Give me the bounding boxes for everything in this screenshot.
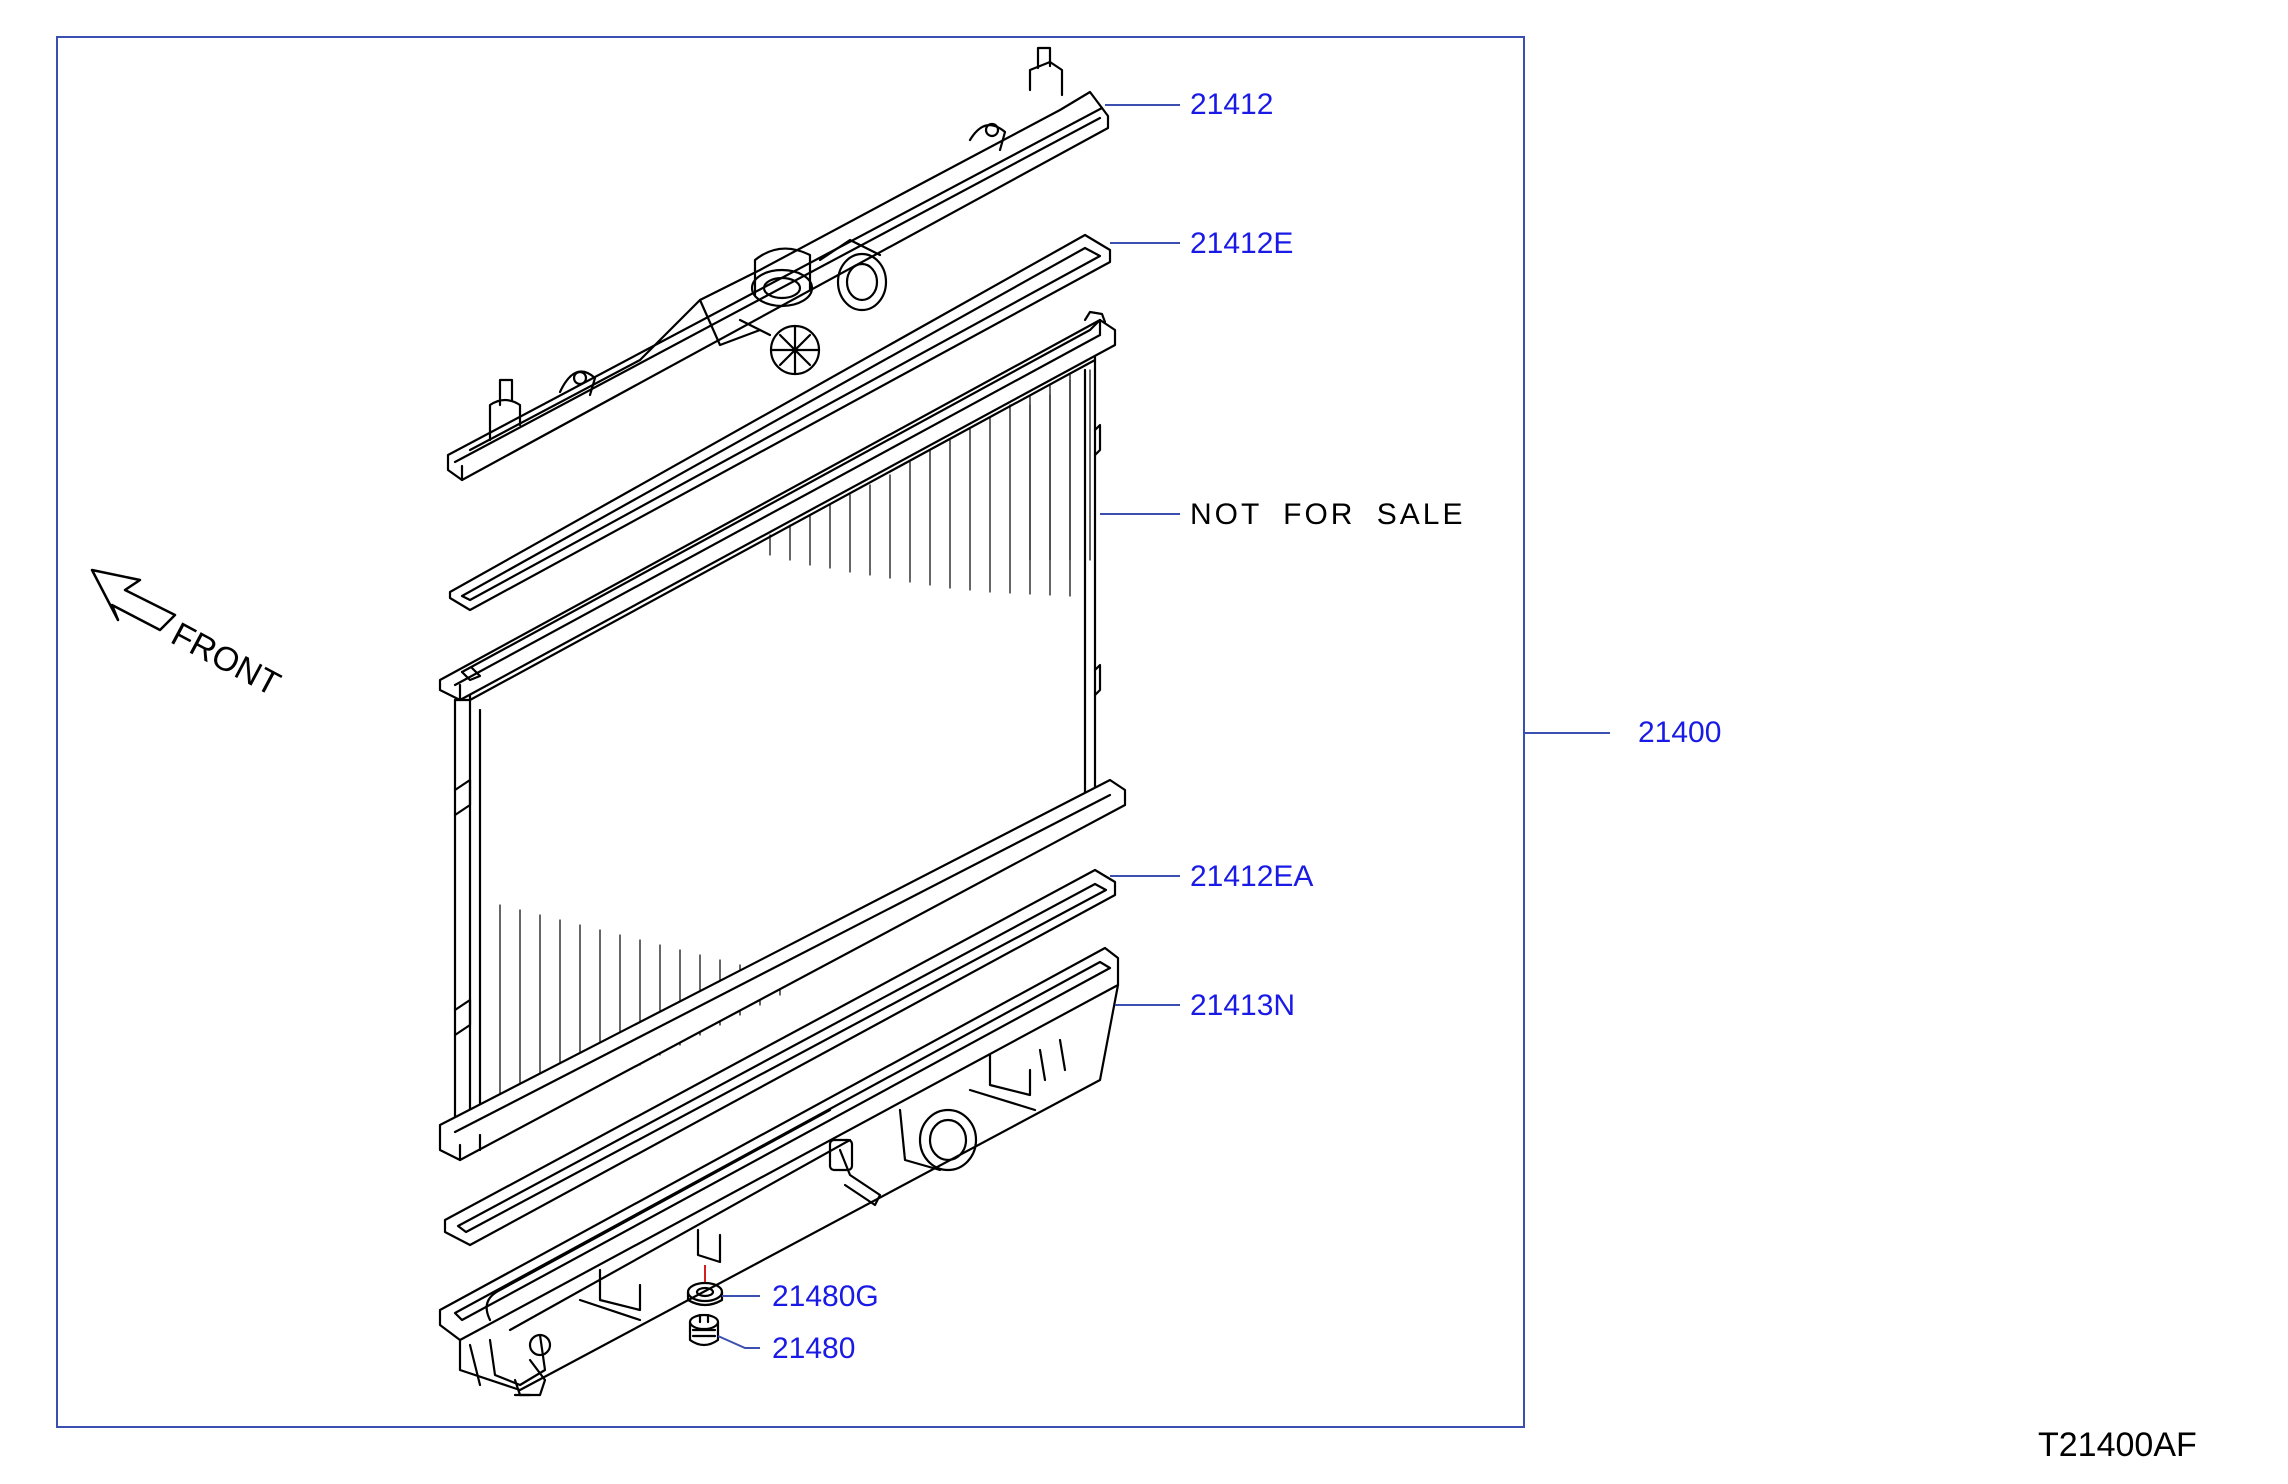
callout-21412e[interactable]: 21412E (1190, 227, 1294, 260)
drain-gasket (686, 1281, 724, 1307)
front-arrow-icon (90, 568, 177, 632)
callout-21400[interactable]: 21400 (1638, 716, 1722, 749)
callout-21412[interactable]: 21412 (1190, 88, 1274, 121)
drain-plug (688, 1313, 720, 1347)
callout-21480[interactable]: 21480 (772, 1332, 856, 1365)
upper-tank (446, 46, 1110, 482)
lower-gasket (443, 868, 1117, 1247)
figure-code: T21400AF (2038, 1426, 2197, 1464)
radiator-core (438, 310, 1127, 1162)
assembly-frame (56, 36, 1525, 1428)
callout-not-for-sale: NOT FOR SALE (1190, 498, 1466, 531)
lower-tank (438, 946, 1120, 1397)
leader-21480 (717, 1335, 760, 1349)
callout-21480g[interactable]: 21480G (772, 1280, 879, 1313)
upper-gasket (448, 233, 1112, 612)
callout-21413n[interactable]: 21413N (1190, 989, 1296, 1022)
callout-21412ea[interactable]: 21412EA (1190, 860, 1314, 893)
